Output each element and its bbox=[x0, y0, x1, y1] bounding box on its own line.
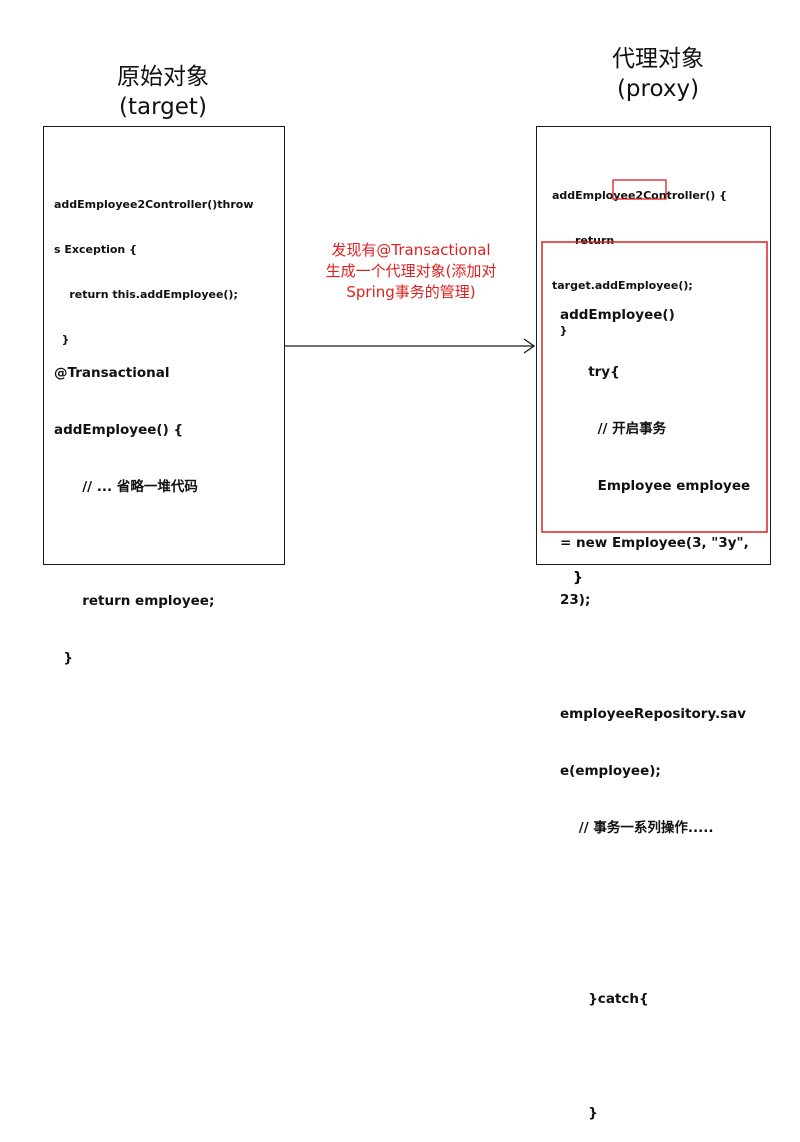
code-line: return bbox=[552, 234, 615, 247]
code-line: addEmployee2Controller()throw bbox=[54, 198, 254, 211]
proxy-controller-method: addEmployee2Controller() { return target… bbox=[552, 158, 727, 353]
diagram-connectors bbox=[285, 179, 768, 533]
target-title-line1: 原始对象 bbox=[117, 64, 209, 90]
code-line: addEmployee2Controller() { bbox=[552, 189, 727, 202]
proxy-object-box bbox=[536, 126, 771, 565]
annotation-line1: 发现有@Transactional bbox=[331, 241, 491, 259]
proxy-generation-annotation: 发现有@Transactional 生成一个代理对象(添加对 Spring事务的… bbox=[305, 240, 517, 303]
code-line: ​ bbox=[560, 1047, 750, 1066]
code-line: }catch{ bbox=[560, 991, 649, 1007]
code-line: ​ bbox=[560, 648, 750, 667]
code-line: } bbox=[560, 1105, 598, 1121]
proxy-closing-brace: } bbox=[573, 570, 583, 586]
code-line: addEmployee() { bbox=[54, 422, 184, 438]
code-line: } bbox=[54, 333, 70, 346]
transaction-highlight-box bbox=[541, 241, 768, 533]
code-line: e(employee); bbox=[560, 763, 661, 779]
proxy-title-line1: 代理对象 bbox=[612, 46, 704, 72]
code-line: ​ bbox=[560, 876, 750, 895]
code-line: return this.addEmployee(); bbox=[54, 288, 238, 301]
annotation-line3: Spring事务的管理) bbox=[346, 283, 476, 301]
code-line: @Transactional bbox=[54, 365, 170, 381]
code-line: addEmployee() bbox=[560, 307, 675, 323]
code-line: try{ bbox=[560, 364, 620, 380]
target-object-box bbox=[43, 126, 285, 565]
call-highlight-box bbox=[612, 179, 667, 200]
proxy-title-line2: (proxy) bbox=[616, 76, 700, 102]
annotation-line2: 生成一个代理对象(添加对 bbox=[325, 262, 497, 280]
target-title: 原始对象 (target) bbox=[88, 62, 238, 122]
code-line: } bbox=[552, 324, 568, 337]
code-line: // ... 省略一堆代码 bbox=[54, 479, 198, 495]
code-line: ​ bbox=[560, 933, 750, 952]
code-line: Employee employee bbox=[560, 478, 751, 494]
proxy-title: 代理对象 (proxy) bbox=[583, 44, 733, 104]
code-line: = new Employee(3, "3y", bbox=[560, 535, 749, 551]
code-line: s Exception { bbox=[54, 243, 137, 256]
code-line: // 事务一系列操作..... bbox=[560, 820, 714, 836]
proxy-arrow-head bbox=[523, 338, 536, 354]
code-line: } bbox=[54, 650, 74, 666]
target-title-line2: (target) bbox=[119, 94, 207, 120]
code-line: // 开启事务 bbox=[560, 421, 667, 437]
target-controller-method: addEmployee2Controller()throw s Exceptio… bbox=[54, 167, 254, 362]
code-line: target.addEmployee(); bbox=[552, 279, 693, 292]
code-line: return employee; bbox=[54, 593, 215, 609]
code-line: employeeRepository.sav bbox=[560, 706, 747, 722]
